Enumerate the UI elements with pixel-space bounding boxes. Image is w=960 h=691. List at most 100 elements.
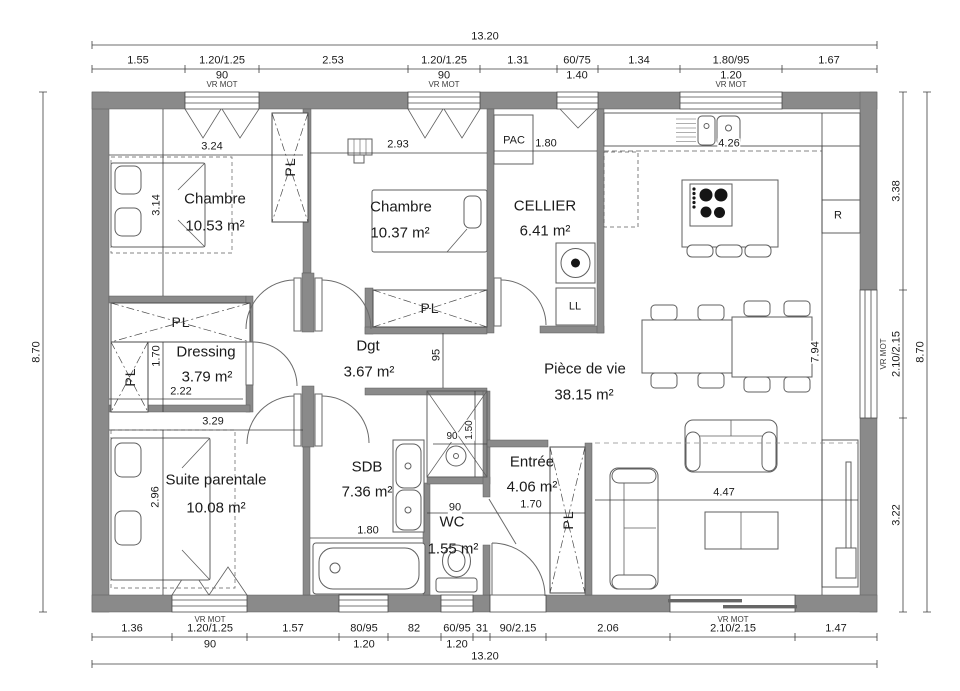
- shutter-label: VR MOT: [206, 80, 238, 89]
- dim-top-sub: 90: [436, 69, 452, 82]
- sofa-vertical: [609, 467, 659, 590]
- dim-interior: 1.50: [464, 419, 475, 441]
- window-sdb: [338, 594, 389, 613]
- toilet: [435, 544, 478, 593]
- walls: [91, 91, 878, 613]
- heat-pump-label: PAC: [502, 134, 526, 147]
- dim-top-overall: 13.20: [470, 30, 500, 43]
- closets: [110, 112, 586, 594]
- cooktop: [689, 183, 733, 227]
- shutter-label: VR MOT: [428, 80, 460, 89]
- dim-top-seg: 1.80/95: [711, 54, 751, 67]
- shutter-label: VR MOT: [715, 80, 747, 89]
- door-arc-chambre2: [321, 279, 372, 330]
- window-chambre1: [184, 91, 260, 110]
- dim-interior: 3.29: [201, 415, 225, 428]
- dim-bottom-seg: 1.20/1.25: [186, 622, 234, 635]
- room-area-suite: 10.08 m²: [186, 499, 246, 517]
- dim-top-seg: 1.20/1.25: [198, 54, 246, 67]
- double-sink: [392, 439, 425, 533]
- dim-interior: 7.94: [809, 340, 822, 364]
- window-swing-marks: [171, 108, 598, 596]
- dim-bottom-sub: 1.20: [352, 638, 376, 651]
- dim-bottom-sub: 1.20: [445, 638, 469, 651]
- room-name-sdb: SDB: [351, 458, 383, 476]
- entry-door-opening: [489, 594, 547, 613]
- dim-left-overall: 8.70: [30, 340, 43, 364]
- window-suite: [171, 594, 248, 613]
- room-area-cellier: 6.41 m²: [519, 222, 571, 240]
- windows: [171, 91, 878, 613]
- dim-right-seg: 3.22: [890, 503, 903, 527]
- washing-machine-label: LL: [567, 300, 583, 313]
- dim-top-seg: 2.53: [321, 54, 345, 67]
- dim-interior: 1.80: [534, 137, 558, 150]
- dim-interior: 3.24: [200, 140, 224, 153]
- tv-unit: [821, 439, 859, 588]
- room-area-piece-de-vie: 38.15 m²: [554, 386, 614, 404]
- room-area-sdb: 7.36 m²: [341, 483, 393, 501]
- room-name-dressing: Dressing: [176, 343, 236, 361]
- shutter-label: VR MOT: [717, 615, 749, 624]
- dim-interior: 90: [447, 501, 463, 514]
- bed-chambre2: [371, 189, 488, 253]
- shutter-label: VR MOT: [194, 615, 226, 624]
- dim-top-seg: 1.34: [627, 54, 651, 67]
- door-arc-chambre1: [245, 279, 295, 330]
- dim-bottom-seg: 1.57: [281, 622, 305, 635]
- coffee-table: [704, 511, 779, 550]
- entry-door: [491, 542, 546, 597]
- dim-interior: 2.22: [169, 385, 193, 398]
- fridge-label: R: [833, 209, 843, 222]
- window-wc: [440, 594, 474, 613]
- window-chambre2: [407, 91, 481, 110]
- closet-label: PL: [560, 510, 576, 530]
- dim-bottom-seg: 80/95: [349, 622, 379, 635]
- dim-top-sub: 1.20: [719, 69, 743, 82]
- water-heater: [555, 242, 596, 284]
- room-area-chambre2: 10.37 m²: [370, 224, 430, 242]
- dining-set: [641, 300, 813, 393]
- door-arc-cellier: [500, 279, 547, 326]
- dim-interior: 1.80: [356, 524, 380, 537]
- dim-bottom-seg: 1.47: [824, 622, 848, 635]
- room-name-piece-de-vie: Pièce de vie: [544, 360, 626, 378]
- window-living-east: [859, 289, 878, 419]
- room-name-chambre2: Chambre: [370, 198, 432, 216]
- bathtub: [312, 542, 426, 595]
- dim-interior: 2.96: [149, 485, 162, 509]
- bed-suite: [110, 429, 236, 589]
- dim-right-seg: 2.10/2.15: [890, 330, 903, 378]
- dim-interior: 4.47: [712, 486, 736, 499]
- room-name-chambre1: Chambre: [184, 190, 246, 208]
- dim-interior: 4.26: [717, 137, 741, 150]
- dim-bottom-seg: 90/2.15: [498, 622, 538, 635]
- room-area-chambre1: 10.53 m²: [185, 217, 245, 235]
- room-area-dgt: 3.67 m²: [343, 363, 395, 381]
- dim-right-seg: 3.38: [890, 179, 903, 203]
- room-area-entree: 4.06 m²: [506, 478, 558, 496]
- dim-bottom-seg: 1.36: [120, 622, 144, 635]
- closet-label: PL: [420, 300, 440, 316]
- dim-top-seg: 1.55: [126, 54, 150, 67]
- dim-bottom-sub: 90: [202, 638, 218, 651]
- closet-label: PL: [122, 367, 138, 387]
- wall-left: [91, 91, 110, 613]
- window-kitchen: [679, 91, 783, 110]
- dim-top-sub: 1.40: [565, 69, 589, 82]
- closet-label: PL: [171, 314, 191, 330]
- dim-interior: 3.14: [150, 193, 163, 217]
- door-arc-suite: [246, 395, 295, 445]
- radiator-chambre2: [347, 138, 373, 164]
- sofa-horizontal: [684, 419, 778, 473]
- dim-bottom-seg: 31: [474, 622, 490, 635]
- dim-top-sub: 90: [214, 69, 230, 82]
- room-name-cellier: CELLIER: [513, 197, 577, 215]
- dim-interior: 1.70: [150, 344, 163, 368]
- dim-interior: 95: [430, 347, 443, 363]
- dim-interior: 90: [445, 431, 459, 442]
- doors: [245, 277, 547, 597]
- closet-dressing-top: [110, 302, 251, 343]
- dim-top-seg: 1.20/1.25: [420, 54, 468, 67]
